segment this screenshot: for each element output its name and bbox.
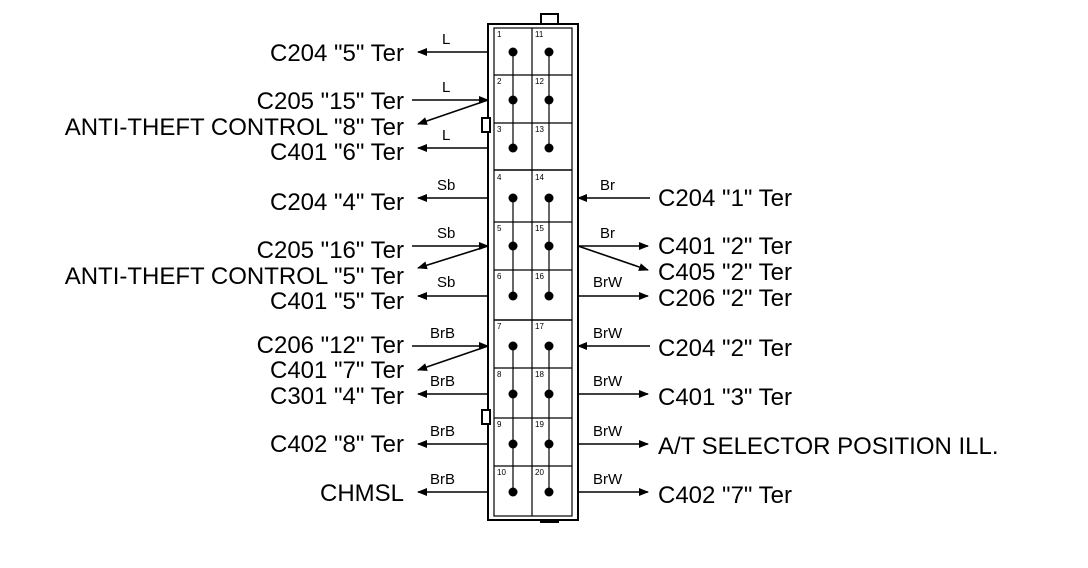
- pin-number: 10: [497, 468, 506, 477]
- terminal-dots: [508, 47, 554, 497]
- right-terminal-label: C401 "2" Ter: [658, 233, 792, 260]
- left-terminal-label: C205 "15" Ter: [257, 88, 404, 115]
- pin-number: 18: [535, 370, 544, 379]
- wire-code: BrB: [430, 471, 455, 488]
- wire-code: BrB: [430, 373, 455, 390]
- left-terminal-label: C401 "5" Ter: [270, 288, 404, 315]
- left-terminal-label: C204 "5" Ter: [270, 40, 404, 67]
- pin-number: 7: [497, 322, 502, 331]
- pin-number: 17: [535, 322, 544, 331]
- wire-code: BrW: [593, 423, 623, 440]
- left-terminal-label: C204 "4" Ter: [270, 189, 404, 216]
- wire-code: Sb: [437, 225, 455, 242]
- wire-code: BrW: [593, 373, 623, 390]
- pin-number: 20: [535, 468, 544, 477]
- left-terminal-label: C301 "4" Ter: [270, 383, 404, 410]
- connector: 1 11 2 12 3 13 4 14 5 15 6 16 7 17 8 18 …: [481, 13, 579, 523]
- right-terminal-label: C204 "1" Ter: [658, 185, 792, 212]
- right-terminal-label: C401 "3" Ter: [658, 384, 792, 411]
- wire-code: Br: [600, 177, 615, 194]
- pin-number: 16: [535, 272, 544, 281]
- left-wires: [412, 48, 489, 496]
- pin-number: 8: [497, 370, 502, 379]
- wire-code: L: [442, 31, 450, 48]
- left-terminal-label: C402 "8" Ter: [270, 431, 404, 458]
- pin-number: 19: [535, 420, 544, 429]
- left-terminal-label: C401 "7" Ter: [270, 357, 404, 384]
- pin-number: 2: [497, 77, 502, 86]
- pin-number: 4: [497, 173, 502, 182]
- right-terminal-label: C402 "7" Ter: [658, 482, 792, 509]
- left-terminal-label: ANTI-THEFT CONTROL "5" Ter: [65, 263, 404, 290]
- wire-code: Sb: [437, 274, 455, 291]
- pin-number: 3: [497, 125, 502, 134]
- left-terminal-label: C401 "6" Ter: [270, 139, 404, 166]
- right-terminal-label: A/T SELECTOR POSITION ILL.: [658, 433, 999, 460]
- pin-number: 5: [497, 224, 502, 233]
- pin-number: 1: [497, 30, 502, 39]
- wire-code: BrW: [593, 274, 623, 291]
- pin-number: 13: [535, 125, 544, 134]
- right-terminal-label: C405 "2" Ter: [658, 259, 792, 286]
- pin-number: 6: [497, 272, 502, 281]
- wire-code: L: [442, 79, 450, 96]
- left-terminal-label: C205 "16" Ter: [257, 237, 404, 264]
- left-terminal-label: ANTI-THEFT CONTROL "8" Ter: [65, 114, 404, 141]
- pin-number: 12: [535, 77, 544, 86]
- wire-code: Sb: [437, 177, 455, 194]
- right-terminal-label: C206 "2" Ter: [658, 285, 792, 312]
- pin-number: 9: [497, 420, 502, 429]
- right-wires: [577, 194, 650, 496]
- wire-code: Br: [600, 225, 615, 242]
- pin-number: 11: [535, 30, 544, 39]
- left-terminal-label: C206 "12" Ter: [257, 332, 404, 359]
- right-terminal-label: C204 "2" Ter: [658, 335, 792, 362]
- pin-number: 14: [535, 173, 544, 182]
- wire-code: BrB: [430, 423, 455, 440]
- wire-code: BrW: [593, 471, 623, 488]
- pin-number: 15: [535, 224, 544, 233]
- wire-code: BrB: [430, 325, 455, 342]
- wire-code: L: [442, 127, 450, 144]
- left-terminal-label: CHMSL: [320, 480, 404, 507]
- wire-code: BrW: [593, 325, 623, 342]
